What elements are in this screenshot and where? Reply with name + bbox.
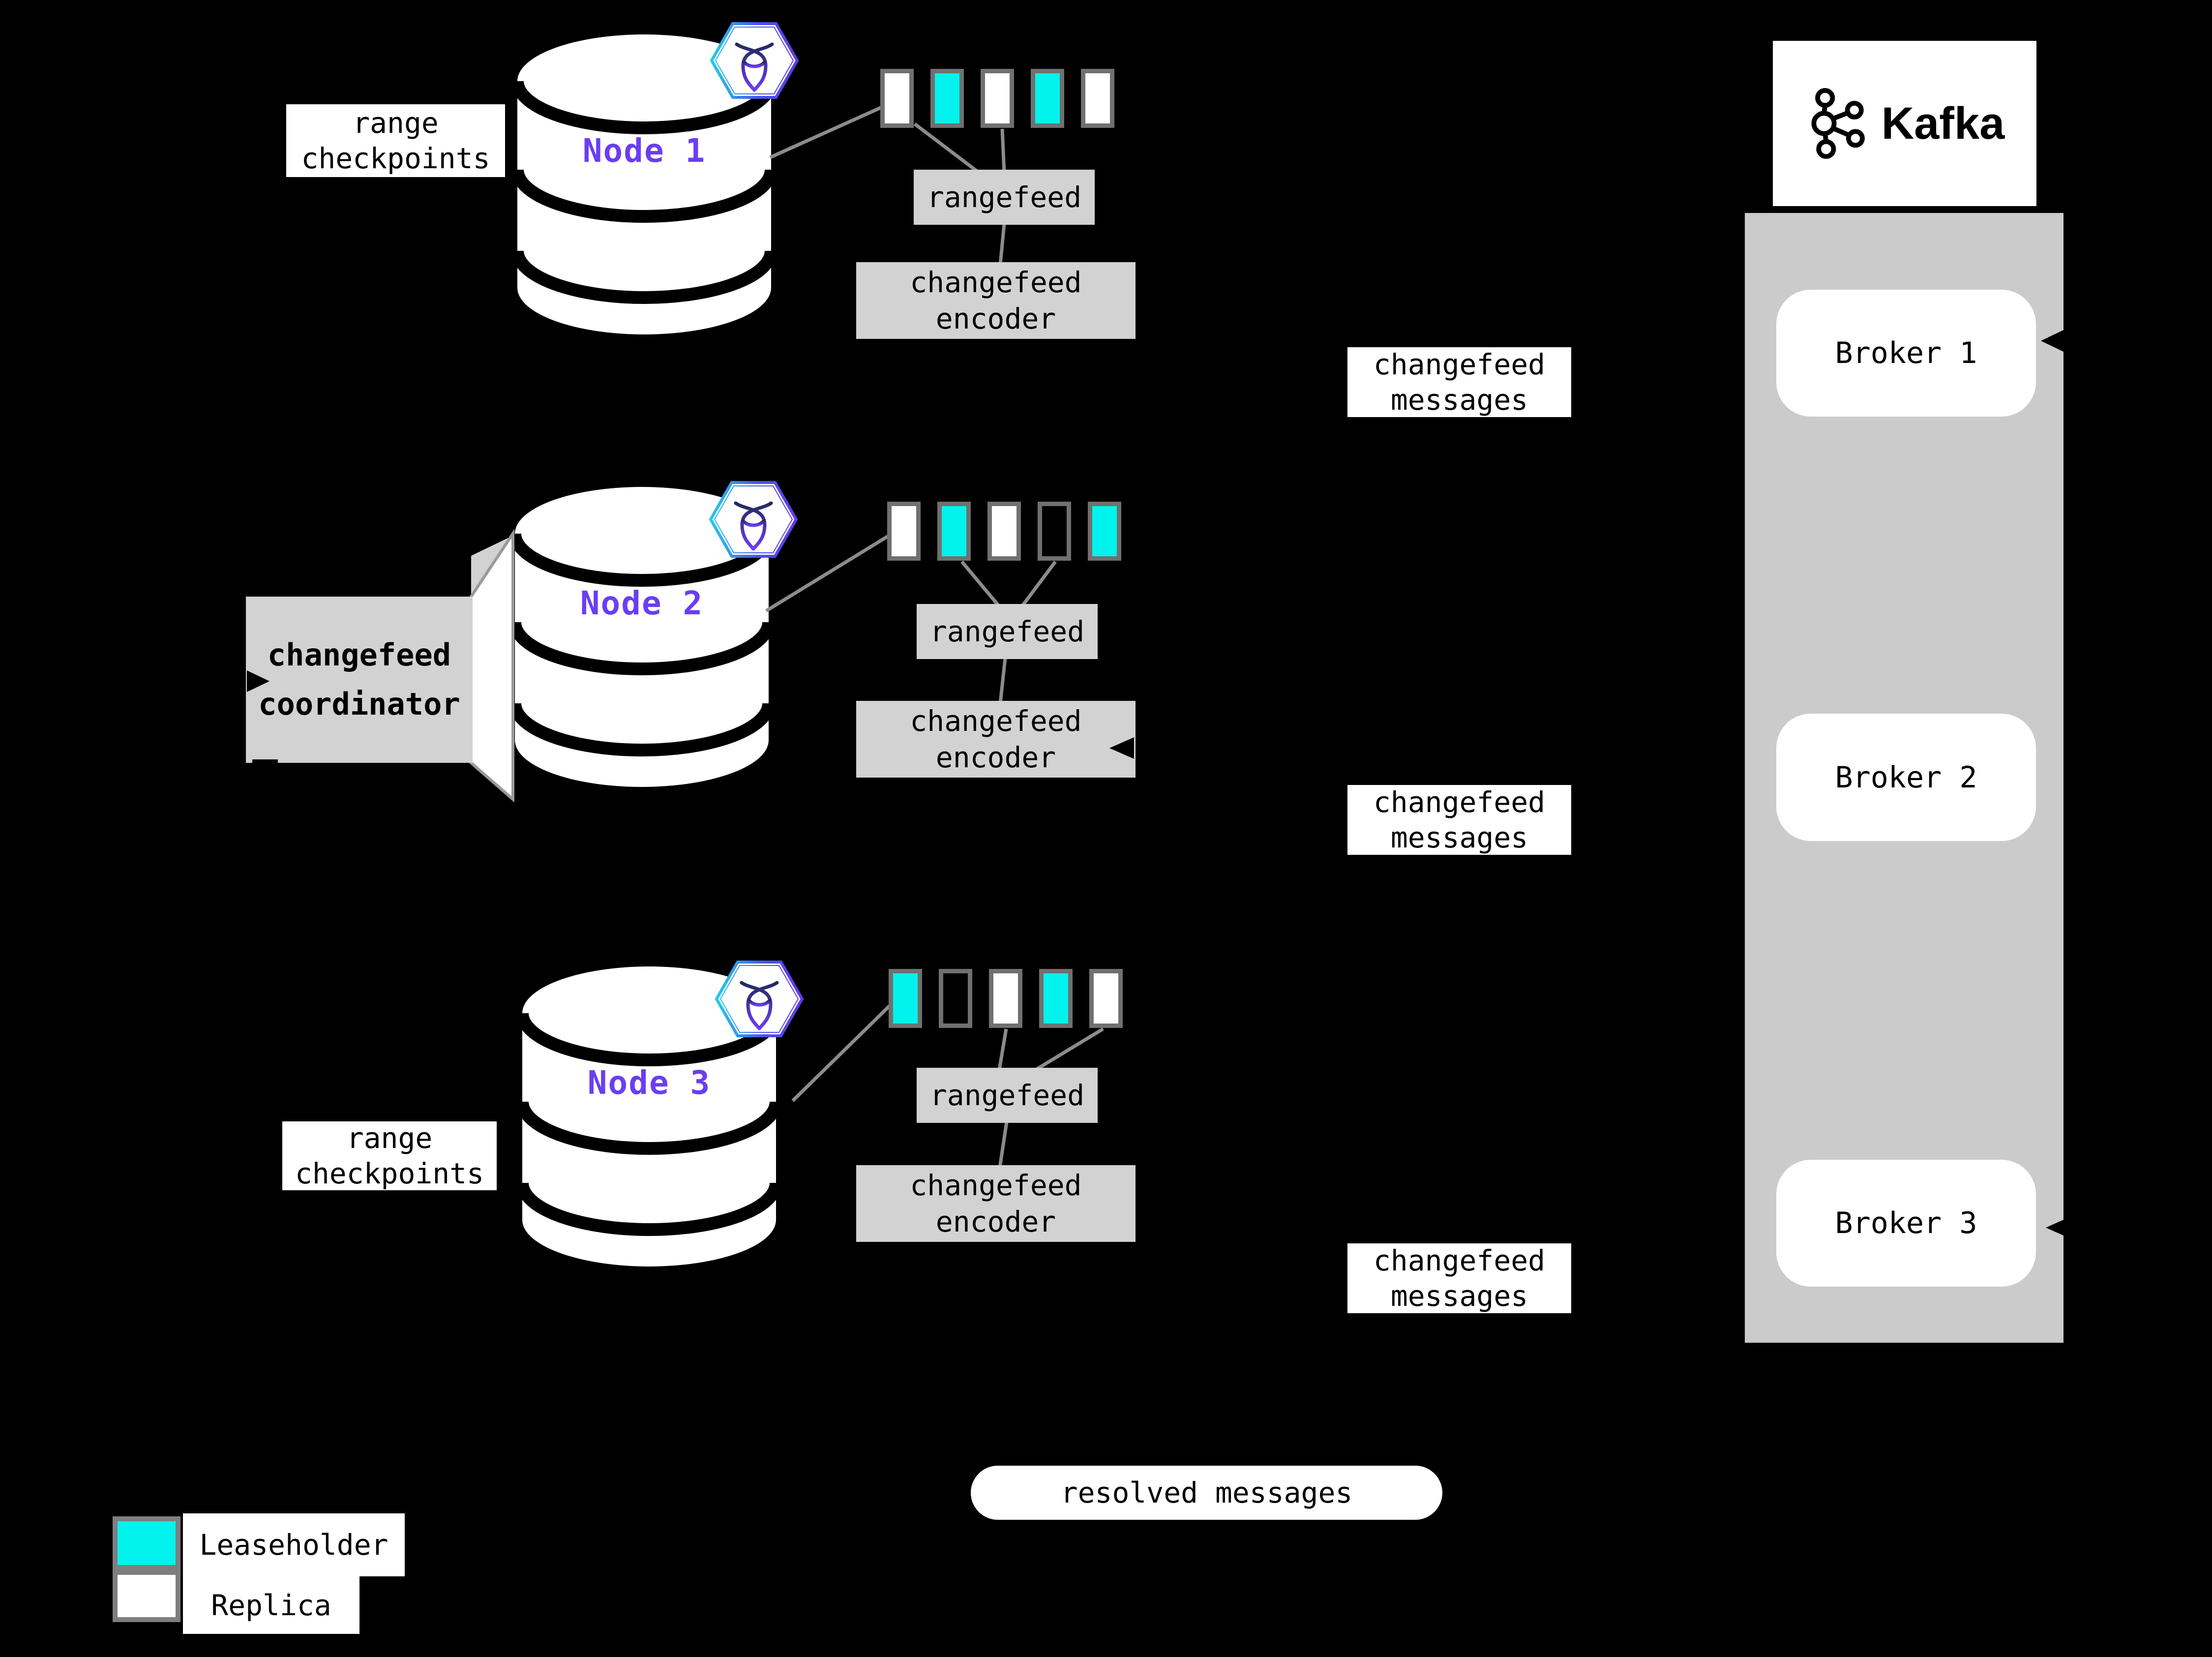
database-cylinder-icon <box>511 487 772 787</box>
legend-leaseholder-label: Leaseholder <box>183 1513 405 1576</box>
legend-leaseholder-swatch <box>113 1516 180 1570</box>
database-cylinder-icon <box>514 34 775 334</box>
node-1-changefeed-encoder-box: changefeed encoder <box>856 262 1136 339</box>
broker-1-box: Broker 1 <box>1776 290 2036 417</box>
node-1-rangefeed-box: rangefeed <box>914 170 1095 225</box>
node-3-replica-row <box>889 969 1139 1028</box>
cockroachdb-hexagon-icon <box>710 22 799 99</box>
range-checkpoints-label-bottom: range checkpoints <box>282 1121 497 1190</box>
replica-square-replica <box>981 69 1014 128</box>
replica-square-empty <box>939 969 972 1028</box>
replica-square-leaseholder <box>1031 69 1064 128</box>
kafka-title: Kafka <box>1881 98 2005 149</box>
legend-replica-swatch <box>113 1570 180 1622</box>
replica-square-empty <box>1038 502 1071 561</box>
node-3-label: Node 3 <box>587 1064 711 1102</box>
replica-square-leaseholder <box>889 969 922 1028</box>
changefeed-messages-label-1: changefeed messages <box>1347 347 1571 417</box>
changefeed-coordinator-box: changefeed coordinator <box>246 597 473 763</box>
broker-2-box: Broker 2 <box>1776 714 2036 841</box>
changefeed-messages-label-3: changefeed messages <box>1347 1243 1571 1313</box>
kafka-logo-box: Kafka <box>1773 41 2036 206</box>
broker-3-box: Broker 3 <box>1776 1160 2036 1287</box>
replica-square-leaseholder <box>930 69 964 128</box>
coordinator-callout-flap <box>470 529 514 803</box>
replica-square-replica <box>880 69 914 128</box>
node-2-label: Node 2 <box>580 584 704 622</box>
node-3-rangefeed-box: rangefeed <box>917 1068 1098 1123</box>
replica-square-replica <box>887 502 921 561</box>
cockroachdb-hexagon-icon <box>715 961 804 1037</box>
replica-square-replica <box>1089 969 1123 1028</box>
replica-square-leaseholder <box>937 502 971 561</box>
database-cylinder-icon <box>519 966 779 1266</box>
replica-square-leaseholder <box>1039 969 1073 1028</box>
kafka-icon <box>1811 88 1865 159</box>
range-checkpoints-label-top: range checkpoints <box>286 104 505 177</box>
node-1-label: Node 1 <box>582 132 706 170</box>
node-2-rangefeed-box: rangefeed <box>917 604 1098 659</box>
node-1-replica-row <box>880 69 1131 128</box>
replica-square-leaseholder <box>1088 502 1121 561</box>
cockroachdb-hexagon-icon <box>709 481 798 558</box>
node-3-changefeed-encoder-box: changefeed encoder <box>856 1165 1136 1242</box>
node-2-changefeed-encoder-box: changefeed encoder <box>856 701 1136 778</box>
node-2-replica-row <box>887 502 1138 561</box>
legend-replica-label: Replica <box>183 1576 359 1634</box>
replica-square-replica <box>1081 69 1114 128</box>
replica-square-replica <box>989 969 1022 1028</box>
changefeed-messages-label-2: changefeed messages <box>1347 785 1571 855</box>
resolved-messages-pill: resolved messages <box>971 1466 1442 1520</box>
replica-square-replica <box>987 502 1021 561</box>
